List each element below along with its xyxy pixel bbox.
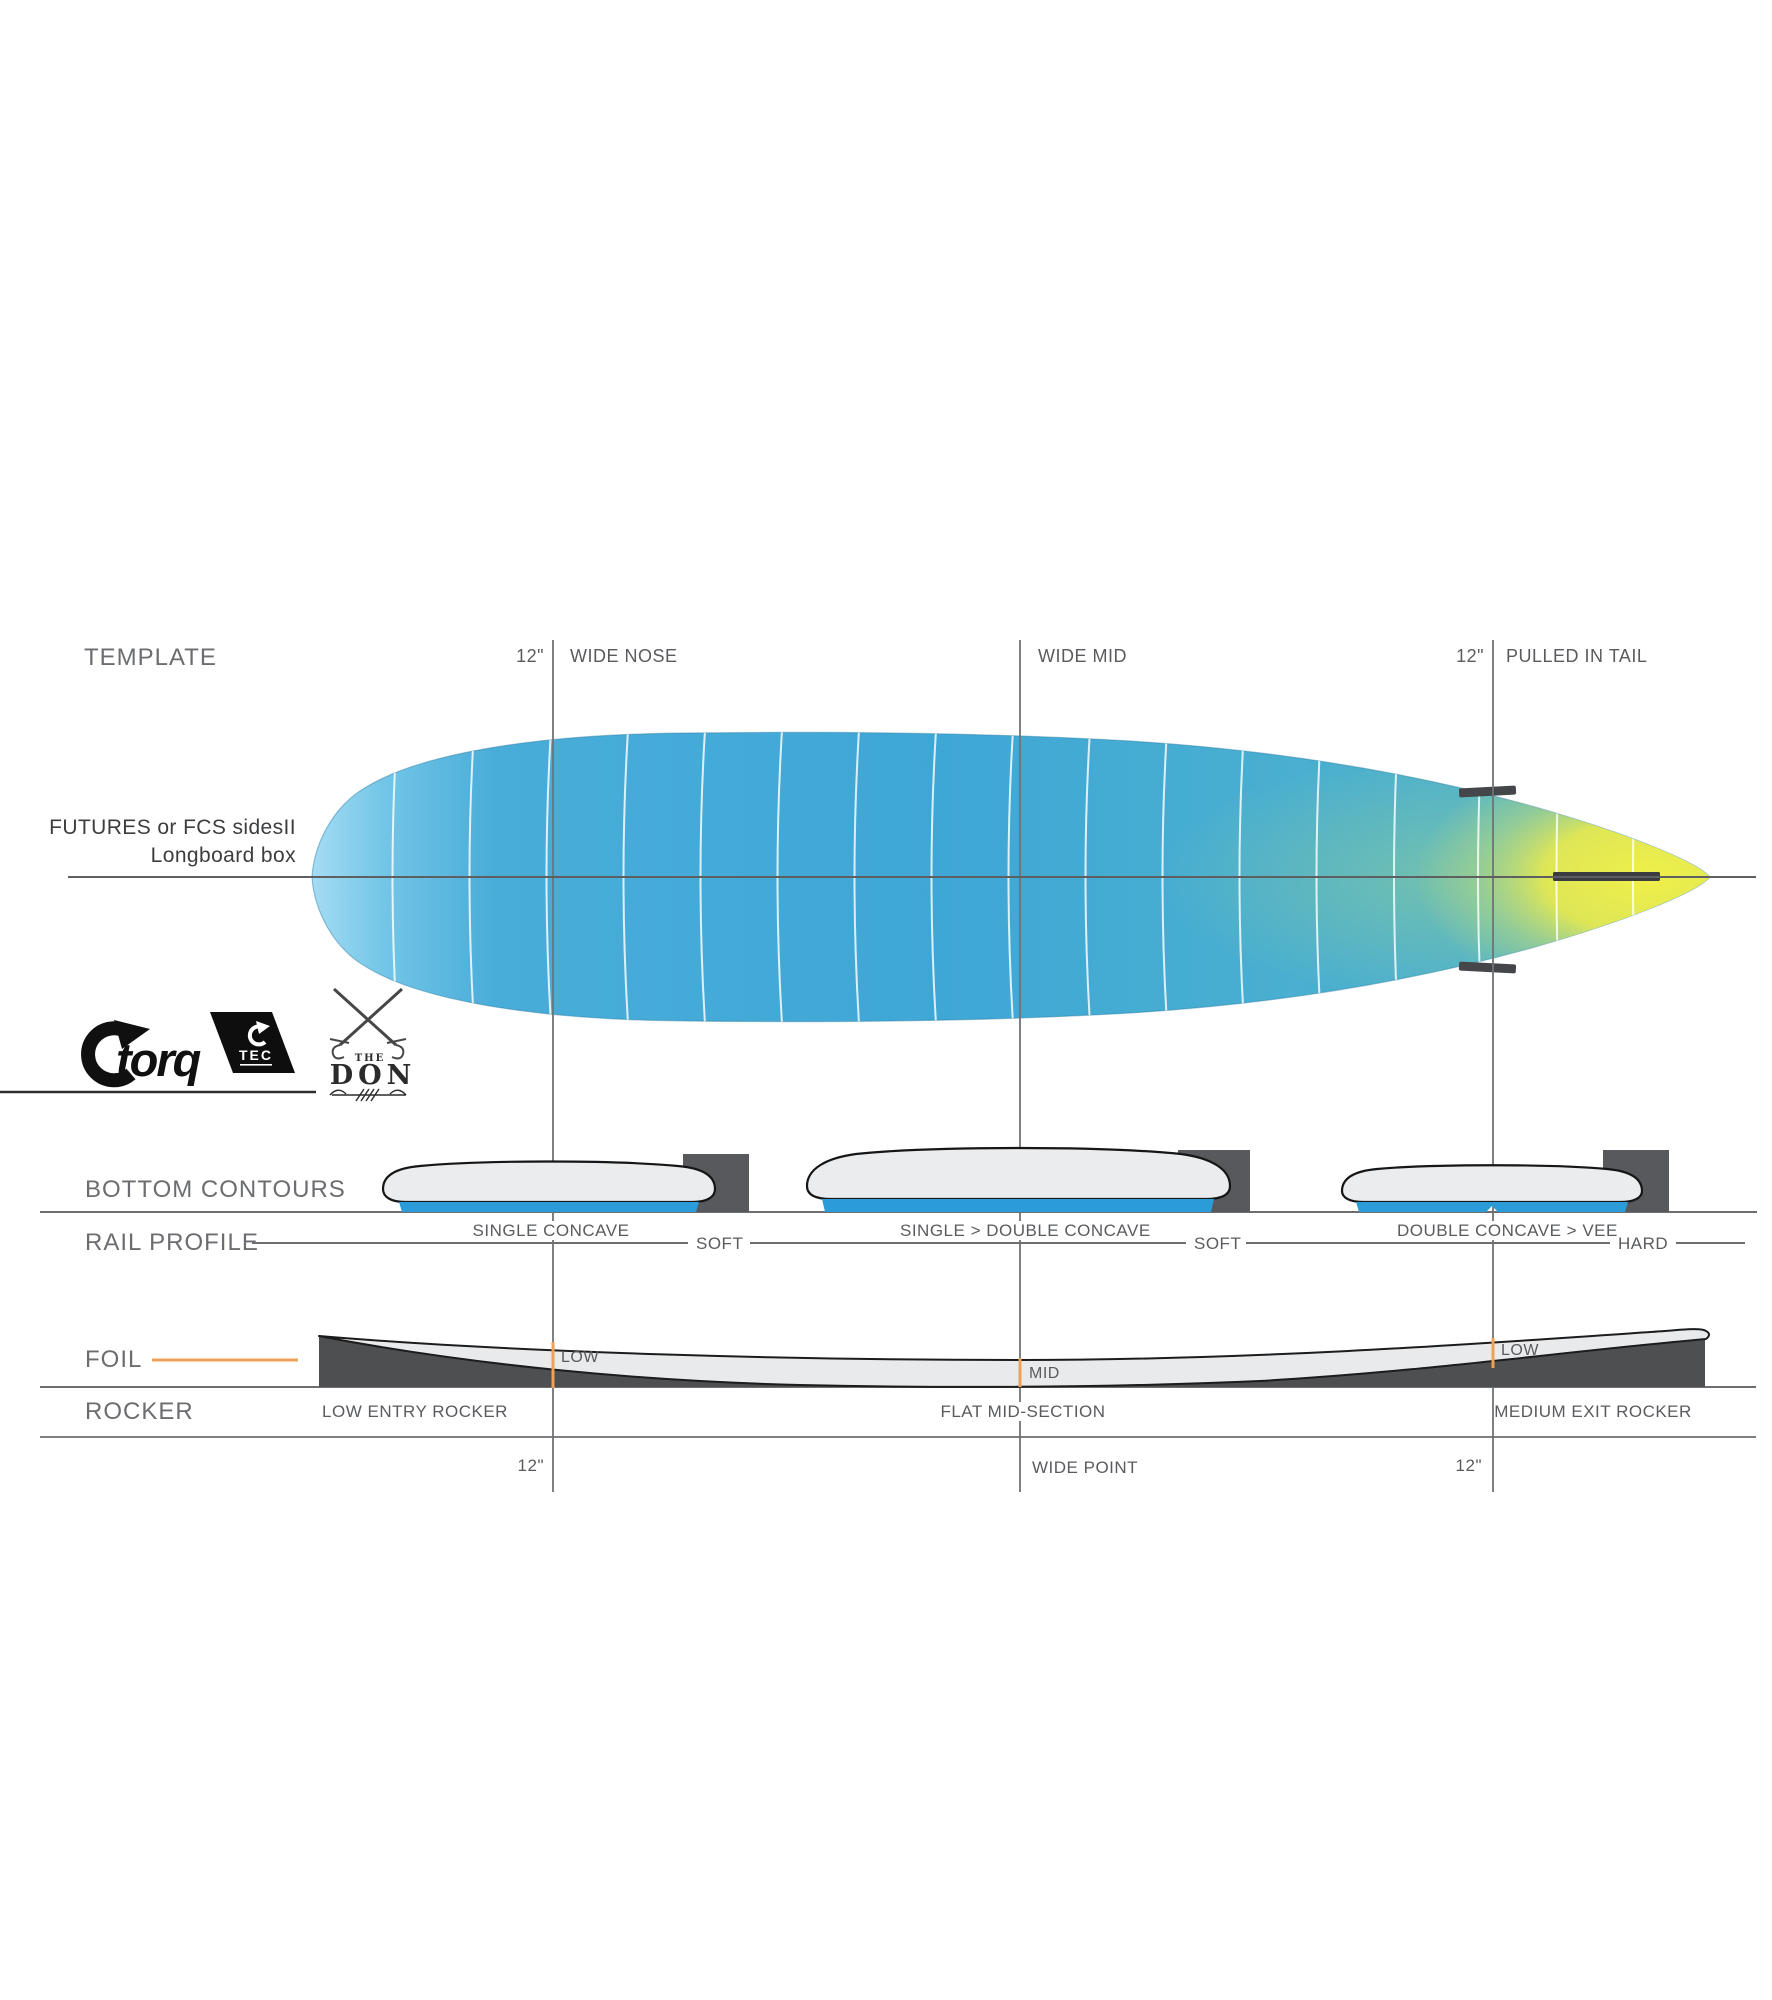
tec-wordmark: TEC [239, 1047, 273, 1063]
fin-box-note-line1: FUTURES or FCS sidesII [49, 816, 296, 839]
foil-markers [551, 1338, 1495, 1388]
contour-label-single-double-concave: SINGLE > DOUBLE CONCAVE [895, 1221, 1156, 1241]
contour-double-concave-vee [1340, 1164, 1644, 1204]
contour-label-text: SINGLE CONCAVE [467, 1221, 635, 1240]
concave-strip-tail-vee [1356, 1202, 1628, 1212]
contour-label-text: SINGLE > DOUBLE CONCAVE [895, 1221, 1156, 1240]
sword-guard-right [386, 1038, 407, 1060]
wide-nose-label: WIDE NOSE [570, 646, 678, 666]
don-wordmark: DON [330, 1060, 417, 1091]
footer-tail-dimension: 12" [1455, 1456, 1482, 1475]
fin-box-note-line2: Longboard box [150, 844, 296, 867]
tec-logo: TEC [210, 1012, 295, 1073]
rocker-label-medium-exit: MEDIUM EXIT ROCKER [1494, 1402, 1692, 1421]
wide-mid-label: WIDE MID [1038, 646, 1127, 666]
rail-profile-title: RAIL PROFILE [85, 1229, 259, 1256]
tec-arrowhead [256, 1021, 270, 1034]
foil-marker-nose [551, 1342, 555, 1388]
template-section-title: TEMPLATE [84, 644, 217, 671]
rocker-label-text: FLAT MID-SECTION [935, 1402, 1111, 1421]
don-flourish [329, 1088, 407, 1102]
footer-wide-point-label: WIDE POINT [1032, 1458, 1139, 1477]
foil-side-profile [318, 1328, 1710, 1388]
foil-low-tail-label: LOW [1501, 1342, 1539, 1359]
side-fin-box-top [1458, 785, 1517, 798]
rail-label-soft-mid: SOFT [1194, 1234, 1242, 1253]
contour-label-double-concave-vee: DOUBLE CONCAVE > VEE [1392, 1221, 1623, 1241]
tec-tagline-rule [240, 1064, 272, 1066]
foil-marker-mid [1018, 1358, 1022, 1387]
sword-guard-left [329, 1038, 350, 1060]
torq-logo: torq [81, 1020, 203, 1088]
rocker-label-low-entry: LOW ENTRY ROCKER [322, 1402, 508, 1421]
the-don-logo: THE DON [329, 987, 417, 1102]
footer-nose-dimension: 12" [517, 1456, 544, 1475]
pulled-in-tail-label: PULLED IN TAIL [1506, 646, 1648, 666]
foil-marker-tail [1491, 1338, 1495, 1368]
torq-wordmark: torq [116, 1033, 201, 1086]
contour-single-concave [381, 1160, 717, 1204]
rocker-section-title: ROCKER [85, 1398, 194, 1425]
nose-dimension-label: 12" [516, 646, 544, 666]
contour-label-text: DOUBLE CONCAVE > VEE [1392, 1221, 1623, 1240]
side-fin-box-bottom [1458, 961, 1517, 974]
bottom-contours-title: BOTTOM CONTOURS [85, 1176, 346, 1203]
rocker-label-flat-mid: FLAT MID-SECTION [898, 1402, 1148, 1422]
foil-mid-label: MID [1029, 1365, 1060, 1382]
crossed-swords-icon [332, 987, 404, 1047]
torq-arrowhead [114, 1020, 150, 1049]
concave-highlights [399, 1199, 1628, 1212]
foil-section-title: FOIL [85, 1346, 143, 1373]
contour-single-double-concave [805, 1146, 1232, 1201]
concave-strip-nose [399, 1202, 699, 1212]
torq-circle-arrow-icon [81, 1021, 136, 1088]
don-the-text: THE [355, 1053, 386, 1064]
tail-dimension-label: 12" [1456, 646, 1484, 666]
rail-label-soft-nose: SOFT [696, 1234, 744, 1253]
bottom-contour-shapes [381, 1146, 1644, 1204]
contour-label-single-concave: SINGLE CONCAVE [451, 1221, 651, 1241]
concave-strip-mid [822, 1199, 1214, 1212]
rail-label-hard-tail: HARD [1618, 1234, 1669, 1253]
foil-low-nose-label: LOW [561, 1349, 599, 1366]
